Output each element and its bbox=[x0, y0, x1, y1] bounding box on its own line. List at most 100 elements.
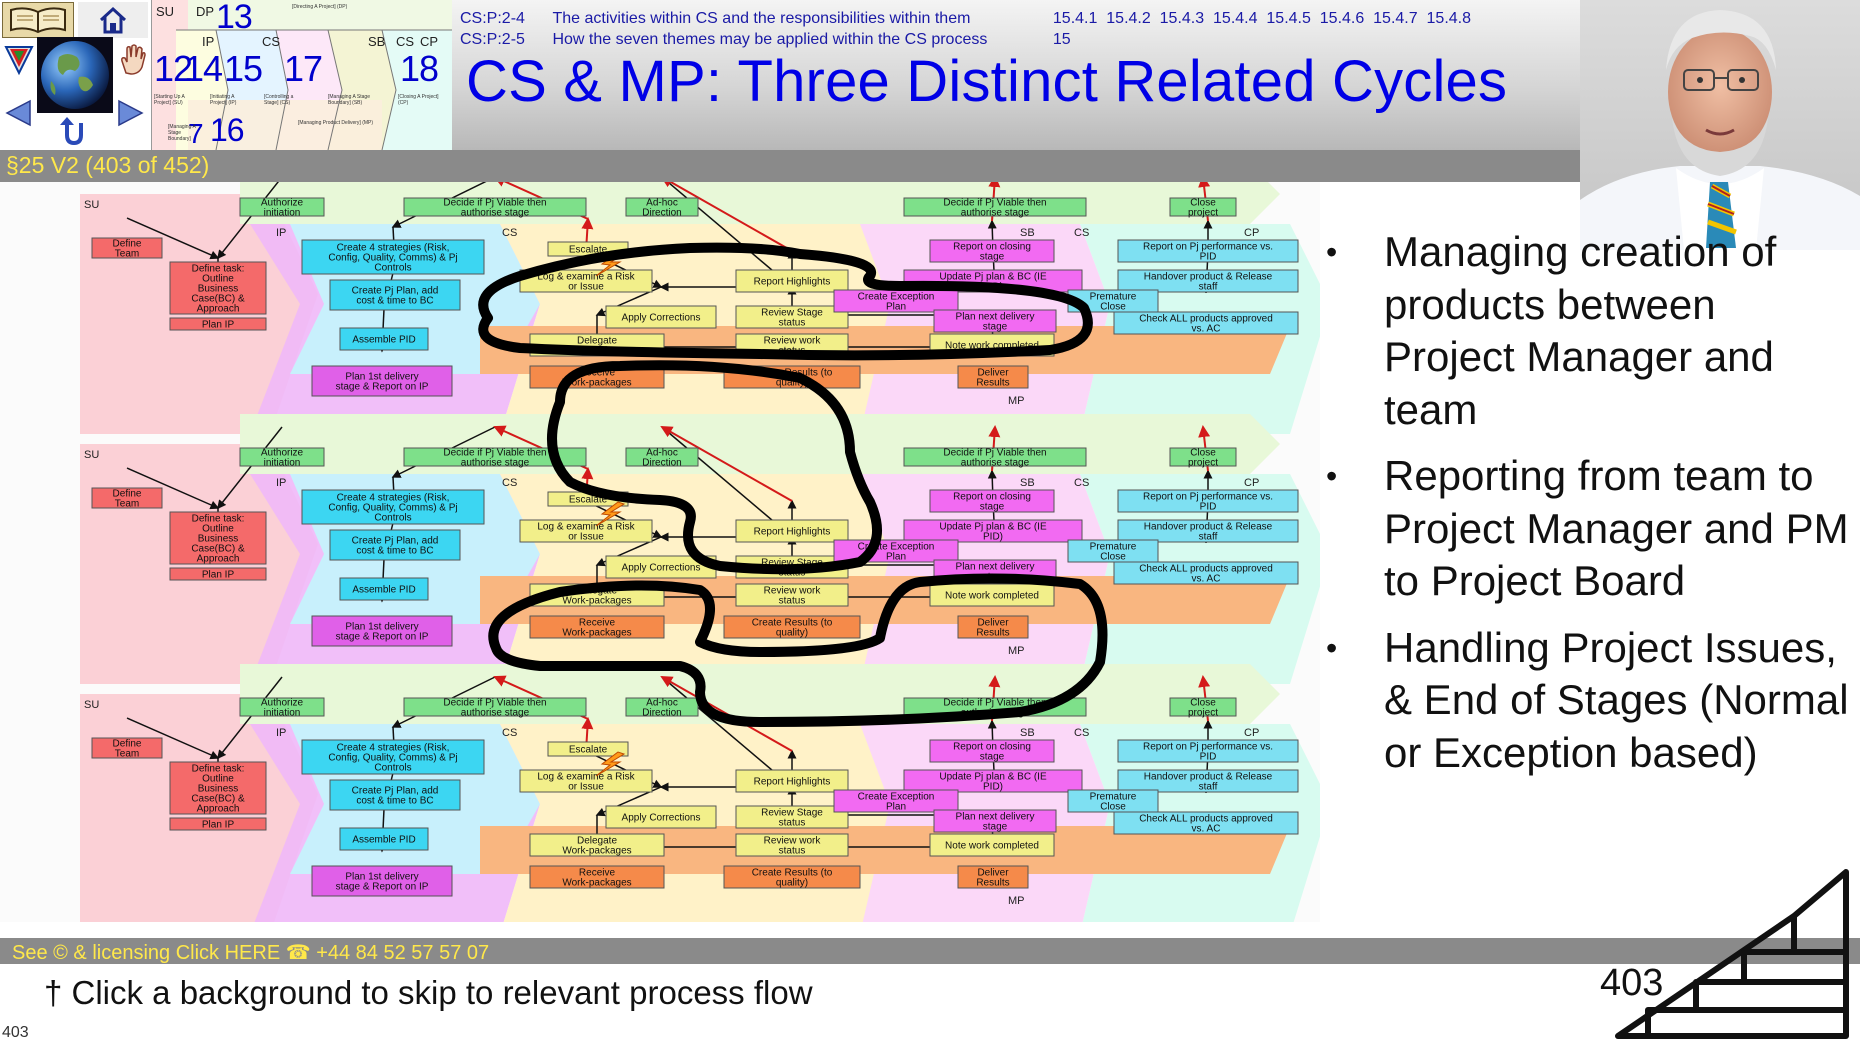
phase-number-ip[interactable]: 14 bbox=[184, 48, 223, 89]
process-box-report-hl[interactable]: Report Highlights bbox=[735, 269, 849, 293]
phase-number-dp[interactable]: 13 bbox=[216, 0, 253, 36]
process-box-report-hl[interactable]: Report Highlights bbox=[735, 769, 849, 793]
phase-number-sb[interactable]: 17 bbox=[284, 48, 323, 89]
process-box-assemble[interactable]: Assemble PID bbox=[339, 327, 429, 351]
process-box-plan-ip[interactable]: Plan IP bbox=[169, 567, 267, 581]
process-box-strategies[interactable]: Create 4 strategies (Risk,Config, Qualit… bbox=[301, 739, 485, 775]
hand-button[interactable] bbox=[114, 40, 150, 80]
home-button[interactable] bbox=[78, 2, 148, 38]
return-button[interactable] bbox=[46, 114, 102, 148]
process-box-report-perf[interactable]: Report on Pj performance vs.PID bbox=[1117, 739, 1299, 763]
ref-links[interactable]: 15.4.1 15.4.2 15.4.3 15.4.4 15.4.5 15.4.… bbox=[1052, 10, 1472, 27]
process-box-assemble[interactable]: Assemble PID bbox=[339, 827, 429, 851]
process-box-plan-ip[interactable]: Plan IP bbox=[169, 817, 267, 831]
process-box-note-work[interactable]: Note work completed bbox=[929, 583, 1055, 607]
phase-number-su[interactable]: 12 bbox=[154, 48, 193, 89]
process-box-report-hl[interactable]: Report Highlights bbox=[735, 519, 849, 543]
ref-links[interactable]: 15 bbox=[1052, 31, 1071, 48]
process-box-report-perf[interactable]: Report on Pj performance vs.PID bbox=[1117, 239, 1299, 263]
process-box-report-perf[interactable]: Report on Pj performance vs.PID bbox=[1117, 489, 1299, 513]
zone-dp[interactable] bbox=[240, 182, 1280, 224]
process-box-assemble[interactable]: Assemble PID bbox=[339, 577, 429, 601]
zone-dp[interactable] bbox=[240, 414, 1280, 474]
next-button[interactable] bbox=[114, 96, 148, 130]
zone-dp[interactable] bbox=[240, 664, 1280, 724]
process-box-apply[interactable]: Apply Corrections bbox=[605, 805, 717, 829]
reference-row-2[interactable]: CS:P:2-5 How the seven themes may be app… bbox=[460, 31, 1071, 49]
prev-button[interactable] bbox=[2, 96, 34, 130]
globe-button[interactable] bbox=[36, 36, 114, 114]
process-box-escalate[interactable]: Escalate bbox=[547, 741, 629, 757]
process-box-apply[interactable]: Apply Corrections bbox=[605, 305, 717, 329]
licensing-link[interactable]: See © & licensing Click HERE ☎ +44 84 52… bbox=[12, 942, 490, 964]
process-box-note-work[interactable]: Note work completed bbox=[929, 833, 1055, 857]
stairs-icon[interactable] bbox=[1612, 866, 1852, 1040]
book-button[interactable] bbox=[2, 2, 74, 38]
process-box-strategies[interactable]: Create 4 strategies (Risk,Config, Qualit… bbox=[301, 239, 485, 275]
process-box-strategies[interactable]: Create 4 strategies (Risk,Config, Qualit… bbox=[301, 489, 485, 525]
lower-number-left[interactable]: 7 bbox=[188, 118, 204, 149]
phase-number-cs[interactable]: 15 bbox=[224, 48, 263, 89]
reference-row-1[interactable]: CS:P:2-4 The activities within CS and th… bbox=[460, 10, 1471, 28]
zone-mp[interactable] bbox=[480, 826, 1290, 874]
logo-button[interactable] bbox=[2, 40, 36, 80]
process-box-plan-ip[interactable]: Plan IP bbox=[169, 317, 267, 331]
